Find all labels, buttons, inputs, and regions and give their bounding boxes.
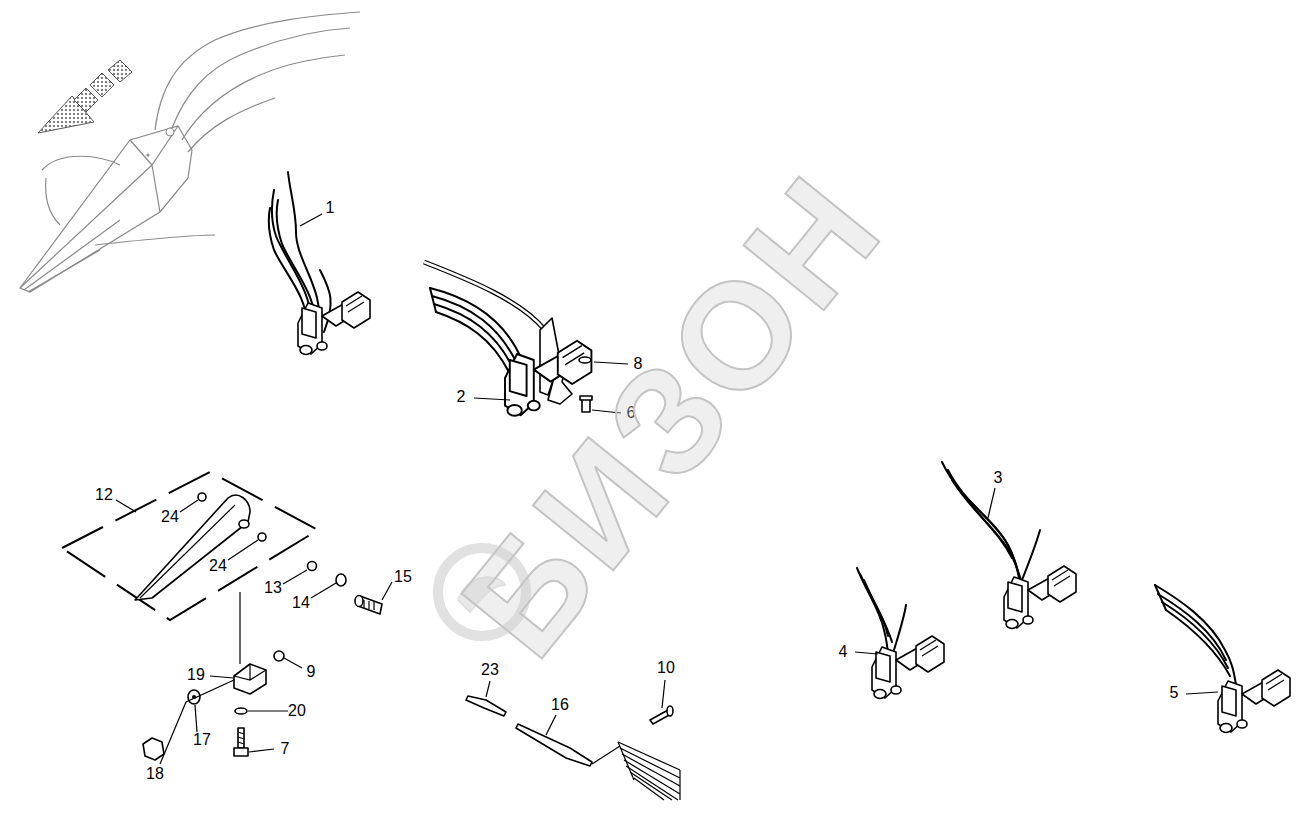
callout-number: 7 xyxy=(279,740,292,758)
tine-part xyxy=(942,462,1076,629)
tine-part xyxy=(857,568,944,699)
callout-number: 14 xyxy=(290,594,312,612)
callout-number: 5 xyxy=(1168,684,1181,702)
tine-part xyxy=(1155,585,1290,733)
callout-number: 10 xyxy=(655,659,677,677)
callout-number: 3 xyxy=(992,469,1005,487)
divider-blade xyxy=(62,472,382,620)
callout-number: 4 xyxy=(837,643,850,661)
callout-number: 15 xyxy=(392,568,414,586)
tine-part xyxy=(269,172,370,355)
callout-number: 18 xyxy=(144,765,166,783)
callout-number: 23 xyxy=(479,661,501,679)
watermark: БИЗОН xyxy=(437,149,908,681)
divider-shoe xyxy=(20,12,360,292)
callout-number: 24 xyxy=(207,557,229,575)
callout-number: 17 xyxy=(191,731,213,749)
clamp-parts xyxy=(143,651,284,760)
callout-number: 19 xyxy=(185,666,207,684)
callout-number: 24 xyxy=(159,508,181,526)
callout-number: 1 xyxy=(324,199,337,217)
callout-number: 9 xyxy=(305,663,318,681)
callout-number: 13 xyxy=(262,579,284,597)
callout-number: 12 xyxy=(93,486,115,504)
callout-number: 16 xyxy=(549,696,571,714)
pin-parts xyxy=(466,696,680,800)
callout-number: 2 xyxy=(455,388,468,406)
callout-number: 20 xyxy=(286,702,308,720)
tine-part xyxy=(424,262,592,416)
